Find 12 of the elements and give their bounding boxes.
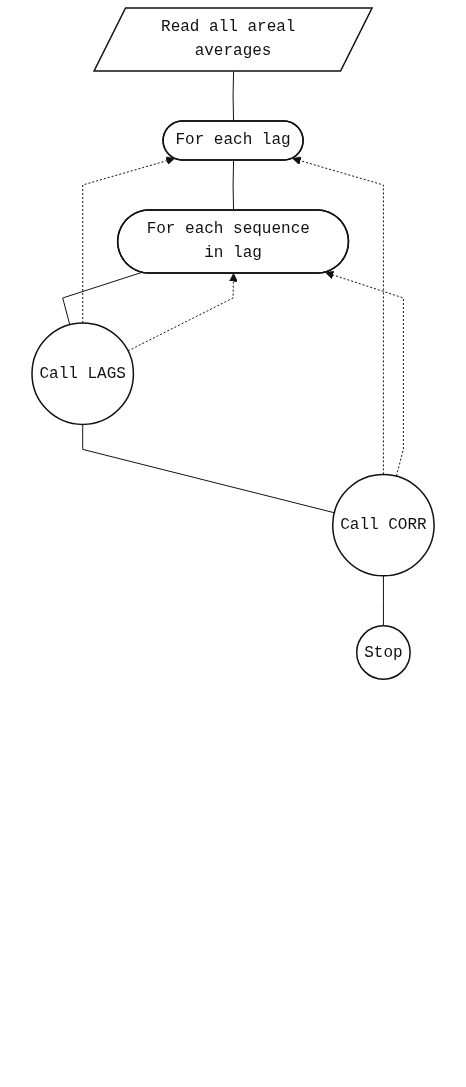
arrow bbox=[324, 270, 404, 477]
connector bbox=[382, 575, 384, 627]
connector bbox=[82, 423, 335, 514]
connector bbox=[232, 160, 234, 211]
connector bbox=[232, 71, 234, 122]
node-circle: Stop bbox=[355, 625, 411, 680]
node-circle: Call LAGS bbox=[31, 322, 135, 426]
arrow bbox=[127, 273, 238, 352]
arrow bbox=[292, 156, 384, 475]
arrow bbox=[82, 156, 175, 324]
connector bbox=[62, 271, 143, 326]
node-circle: Call CORR bbox=[331, 473, 435, 577]
